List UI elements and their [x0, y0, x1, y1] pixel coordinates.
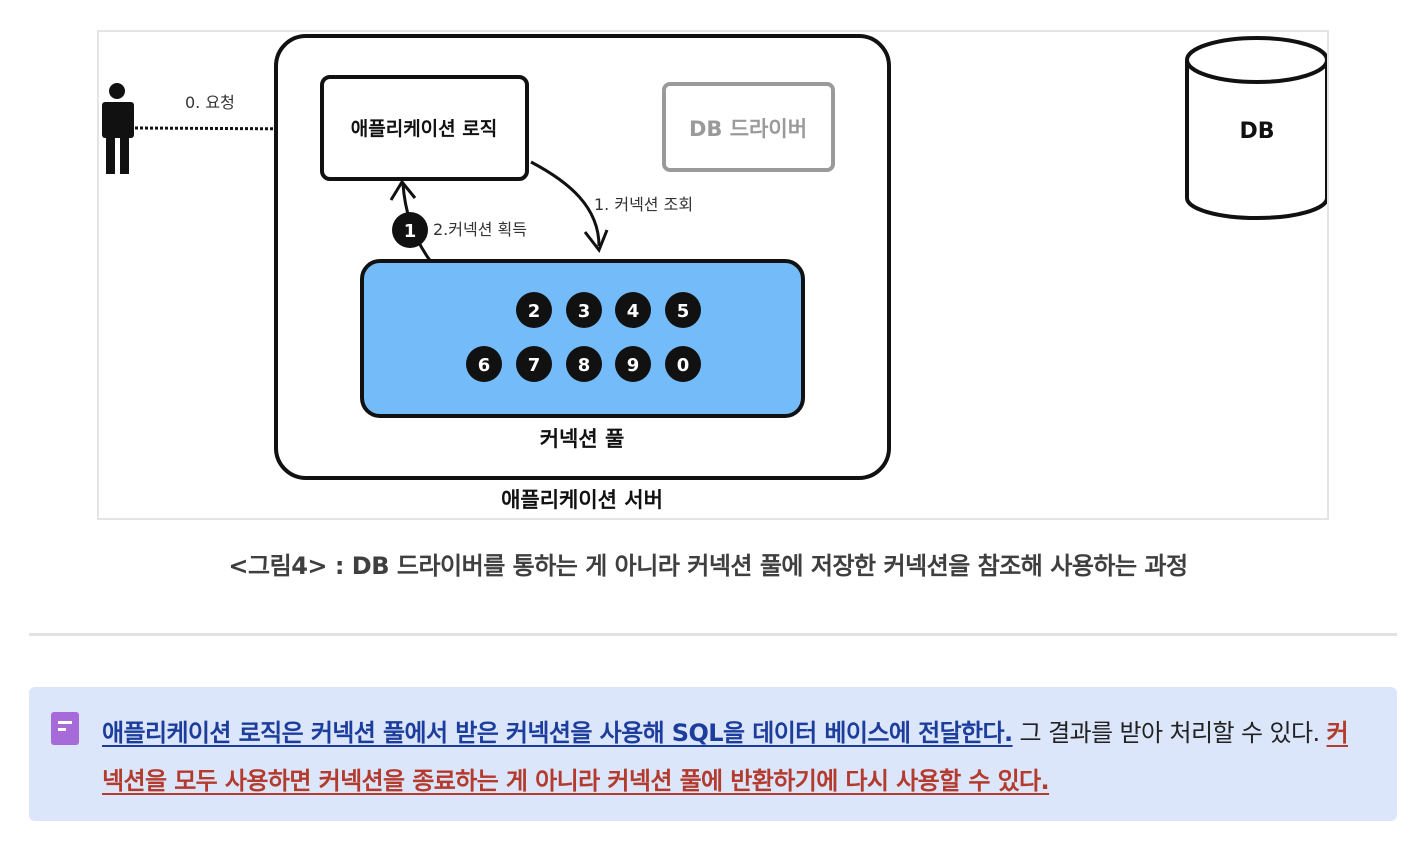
- acquire-label: 2.커넥션 획득: [433, 220, 527, 239]
- diagram-figure: 0. 요청 애플리케이션 로직 DB 드라이버 DB 1. 커넥션 조회 1 2…: [97, 30, 1329, 520]
- acquired-connection-number: 1: [404, 221, 417, 242]
- lookup-arrow: [530, 160, 601, 247]
- lookup-label: 1. 커넥션 조회: [594, 195, 693, 214]
- app-logic-label: 애플리케이션 로직: [351, 118, 497, 140]
- app-logic-box: [320, 75, 529, 181]
- user-icon: [102, 83, 134, 174]
- db-driver-box: [662, 82, 835, 172]
- callout-highlight-blue: 애플리케이션 로직은 커넥션 풀에서 받은 커넥션을 사용해 SQL을 데이터 …: [102, 719, 1013, 747]
- callout-box: 애플리케이션 로직은 커넥션 풀에서 받은 커넥션을 사용해 SQL을 데이터 …: [29, 687, 1397, 821]
- db-driver-label: DB 드라이버: [689, 117, 807, 141]
- pool-connection: 5: [677, 301, 690, 322]
- pool-label: 커넥션 풀: [540, 427, 625, 451]
- pool-connection: 9: [627, 355, 640, 376]
- note-icon: [51, 712, 79, 745]
- pool-connection: 7: [528, 355, 541, 376]
- callout-highlight-red: 커넥션을 모두 사용하면 커넥션을 종료하는 게 아니라 커넥션 풀에 반환하기…: [102, 719, 1349, 795]
- pool-connection: 3: [578, 301, 591, 322]
- pool-connection: 0: [677, 355, 690, 376]
- db-cylinder: [1185, 36, 1327, 220]
- server-label: 애플리케이션 서버: [501, 488, 663, 512]
- pool-connection: 4: [627, 301, 640, 322]
- pool-row-1: 2 3 4 5: [516, 292, 701, 328]
- pool-connection: 8: [578, 355, 591, 376]
- connection-pool-box: [360, 259, 805, 418]
- request-label: 0. 요청: [185, 93, 235, 112]
- diagram-canvas: 0. 요청 애플리케이션 로직 DB 드라이버 DB 1. 커넥션 조회 1 2…: [102, 34, 1327, 512]
- pool-connection: 6: [478, 355, 491, 376]
- pool-row-2: 6 7 8 9 0: [466, 346, 701, 382]
- db-label: DB: [1239, 119, 1274, 144]
- acquired-connection: [392, 212, 428, 248]
- divider: [29, 633, 1397, 636]
- callout-text: 그 결과를 받아 처리할 수 있다.: [1012, 719, 1327, 747]
- figure-caption: <그림4> : DB 드라이버를 통하는 게 아니라 커넥션 풀에 저장한 커넥…: [228, 552, 1188, 580]
- pool-connection: 2: [528, 301, 541, 322]
